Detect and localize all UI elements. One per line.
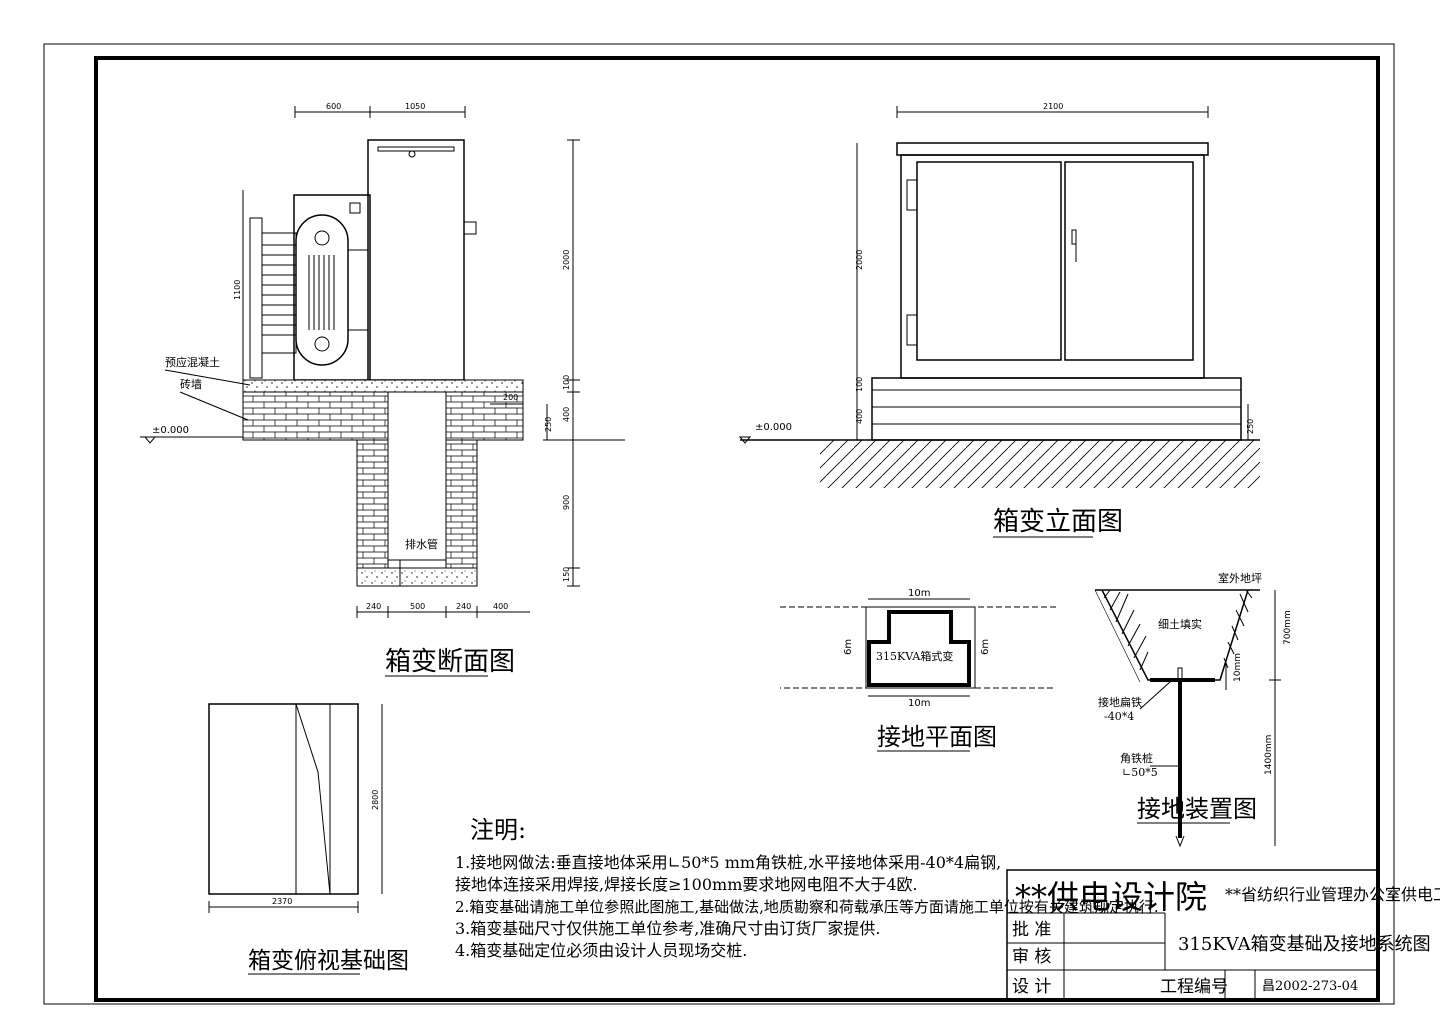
dim-150: 150 bbox=[562, 567, 571, 582]
door-left bbox=[916, 161, 1062, 361]
title-section: 箱变断面图 bbox=[385, 647, 515, 677]
dim-700mm: 700mm bbox=[1283, 610, 1293, 645]
label-box-transformer: 315KVA箱式变 bbox=[876, 649, 953, 663]
hinge-bottom bbox=[906, 314, 918, 346]
label-approve: 批 准 bbox=[1012, 920, 1051, 940]
note-line-1: 1.接地网做法:垂直接地体采用∟50*5 mm角铁桩,水平接地体采用-40*4扁… bbox=[455, 853, 1001, 872]
dim-2800: 2800 bbox=[371, 790, 380, 810]
dim-2370: 2370 bbox=[272, 897, 292, 906]
label-review: 审 核 bbox=[1012, 947, 1051, 967]
org-name: **供电设计院 bbox=[1015, 878, 1207, 916]
cabinet-body bbox=[900, 154, 1205, 379]
pit-bottom bbox=[356, 567, 478, 587]
title-top-view: 箱变俯视基础图 bbox=[248, 948, 409, 974]
hv-cabinet bbox=[367, 139, 465, 381]
transformer-body bbox=[293, 194, 371, 381]
ground-hatch bbox=[820, 440, 1260, 488]
title-ground-device: 接地装置图 bbox=[1137, 795, 1257, 823]
inner-border bbox=[94, 56, 1380, 1002]
dim-900: 900 bbox=[562, 495, 571, 510]
concrete-slab bbox=[242, 379, 524, 393]
level-left: ±0.000 bbox=[152, 425, 189, 436]
dim-10m-bottom: 10m bbox=[908, 698, 930, 709]
dim-6m-right: 6m bbox=[980, 639, 991, 655]
label-flat-spec: -40*4 bbox=[1104, 710, 1134, 723]
note-line-5: 4.箱变基础定位必须由设计人员现场交桩. bbox=[455, 941, 747, 960]
label-drain-pipe: 排水管 bbox=[405, 537, 438, 551]
note-line-4: 3.箱变基础尺寸仅供施工单位参考,准确尺寸由订货厂家提供. bbox=[455, 919, 880, 938]
project-number: 昌2002-273-04 bbox=[1262, 979, 1358, 994]
section-view: 600 1050 1100 排水管 预应混凝土 砖墙 bbox=[140, 102, 625, 677]
project-name: **省纺织行业管理办公室供电工程 bbox=[1225, 885, 1440, 904]
foundation-outline bbox=[208, 703, 359, 895]
dim-1100: 1100 bbox=[233, 280, 242, 300]
door-right bbox=[1064, 161, 1194, 361]
hinge-top bbox=[906, 179, 918, 211]
ground-loop bbox=[867, 610, 971, 687]
roof bbox=[896, 142, 1209, 156]
note-line-3: 2.箱变基础请施工单位参照此图施工,基础做法,地质勘察和荷载承压等方面请施工单位… bbox=[455, 898, 1159, 916]
ground-device: 室外地坪 细土填实 接地扁铁 -40*4 角铁桩 ∟50*5 700mm 10m… bbox=[1094, 571, 1293, 848]
dim-250: 250 bbox=[544, 417, 553, 432]
dim-6m-left: 6m bbox=[843, 639, 854, 655]
outer-border bbox=[43, 43, 1395, 1005]
door-handle bbox=[1071, 229, 1077, 245]
dim-400b: 400 bbox=[493, 602, 508, 611]
dim-1400mm: 1400mm bbox=[1264, 735, 1274, 775]
elevation-view: 2100 ±0.000 2000 100 400 250 箱变立面图 bbox=[738, 102, 1260, 538]
dim-600: 600 bbox=[326, 102, 341, 111]
label-brick-wall: 砖墙 bbox=[180, 377, 202, 391]
dim-100: 100 bbox=[562, 375, 571, 390]
dim-1050: 1050 bbox=[405, 102, 425, 111]
label-fill: 细土填实 bbox=[1158, 617, 1202, 631]
dim-200: 200 bbox=[503, 393, 518, 402]
dim-400: 400 bbox=[562, 407, 571, 422]
dim-10m-top: 10m bbox=[908, 588, 930, 599]
dim-240b: 240 bbox=[456, 602, 471, 611]
dim-250b: 250 bbox=[1246, 419, 1255, 434]
dim-2100: 2100 bbox=[1043, 102, 1063, 111]
label-angle-pile: 角铁桩 bbox=[1120, 751, 1153, 765]
top-view: 2800 2370 箱变俯视基础图 bbox=[208, 703, 409, 975]
title-block: **供电设计院 **省纺织行业管理办公室供电工程 批 准 审 核 设 计 315… bbox=[1006, 869, 1440, 1001]
label-project-number: 工程编号 bbox=[1160, 977, 1228, 997]
drawing-name: 315KVA箱变基础及接地系统图 bbox=[1178, 934, 1431, 955]
level-right: ±0.000 bbox=[755, 422, 792, 433]
label-outdoor-ground: 室外地坪 bbox=[1218, 571, 1262, 585]
dim-400c: 400 bbox=[855, 409, 864, 424]
title-ground-plan: 接地平面图 bbox=[877, 723, 997, 751]
notes: 注明: 1.接地网做法:垂直接地体采用∟50*5 mm角铁桩,水平接地体采用-4… bbox=[455, 816, 1159, 960]
transformer-coil bbox=[295, 214, 349, 366]
dim-100b: 100 bbox=[855, 377, 864, 392]
notes-heading: 注明: bbox=[470, 816, 526, 844]
label-angle-spec: ∟50*5 bbox=[1122, 766, 1158, 779]
dim-2000b: 2000 bbox=[855, 250, 864, 270]
dim-240a: 240 bbox=[366, 602, 381, 611]
note-line-2: 接地体连接采用焊接,焊接长度≥100mm要求地网电阻不大于4欧. bbox=[455, 875, 918, 894]
label-flat-steel: 接地扁铁 bbox=[1098, 696, 1142, 709]
dim-500: 500 bbox=[410, 602, 425, 611]
title-elevation: 箱变立面图 bbox=[993, 507, 1123, 537]
dim-2000: 2000 bbox=[562, 250, 571, 270]
dim-10mm: 10mm bbox=[1233, 653, 1243, 682]
label-design: 设 计 bbox=[1012, 977, 1051, 997]
ground-plan: 10m 315KVA箱式变 6m 6m 10m 接地平面图 bbox=[780, 588, 1056, 752]
base-plinth bbox=[871, 377, 1242, 441]
label-concrete: 预应混凝土 bbox=[165, 355, 220, 369]
